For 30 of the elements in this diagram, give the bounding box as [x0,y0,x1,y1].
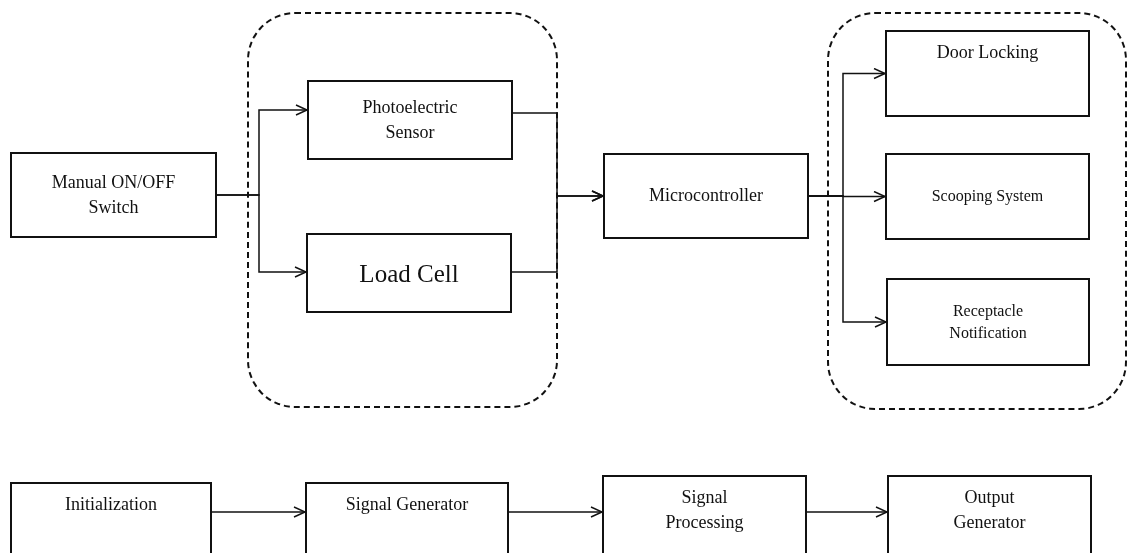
process-box [305,482,509,553]
process-box [885,153,1090,240]
box-label: Output Generator [952,486,1027,535]
box-label: Signal Generator [345,493,469,516]
arrow [508,506,603,518]
process-box [602,475,807,553]
box-label: Scooping System [931,186,1044,207]
arrow [806,506,888,518]
arrow [511,190,604,273]
box-label: Photoelectric Sensor [361,95,459,144]
process-box [10,152,217,238]
arrow [216,194,307,278]
box-label: Manual ON/OFF Switch [50,170,177,219]
process-box [887,475,1092,553]
box-label: Door Locking [936,41,1039,64]
box-label: Load Cell [359,258,459,289]
process-box [885,30,1090,117]
process-box [306,233,512,313]
process-box [603,153,809,239]
box-label: Signal Processing [664,486,745,535]
process-box [307,80,513,160]
box-label: Initialization [65,493,157,516]
arrow [808,195,887,328]
box-label: Microcontroller [649,184,763,208]
dashed-group-outline [247,12,558,408]
arrow [211,506,306,518]
process-box [886,278,1090,366]
dashed-group-outline [827,12,1127,410]
box-label: Receptacle Notification [948,300,1028,343]
process-box [10,482,212,553]
